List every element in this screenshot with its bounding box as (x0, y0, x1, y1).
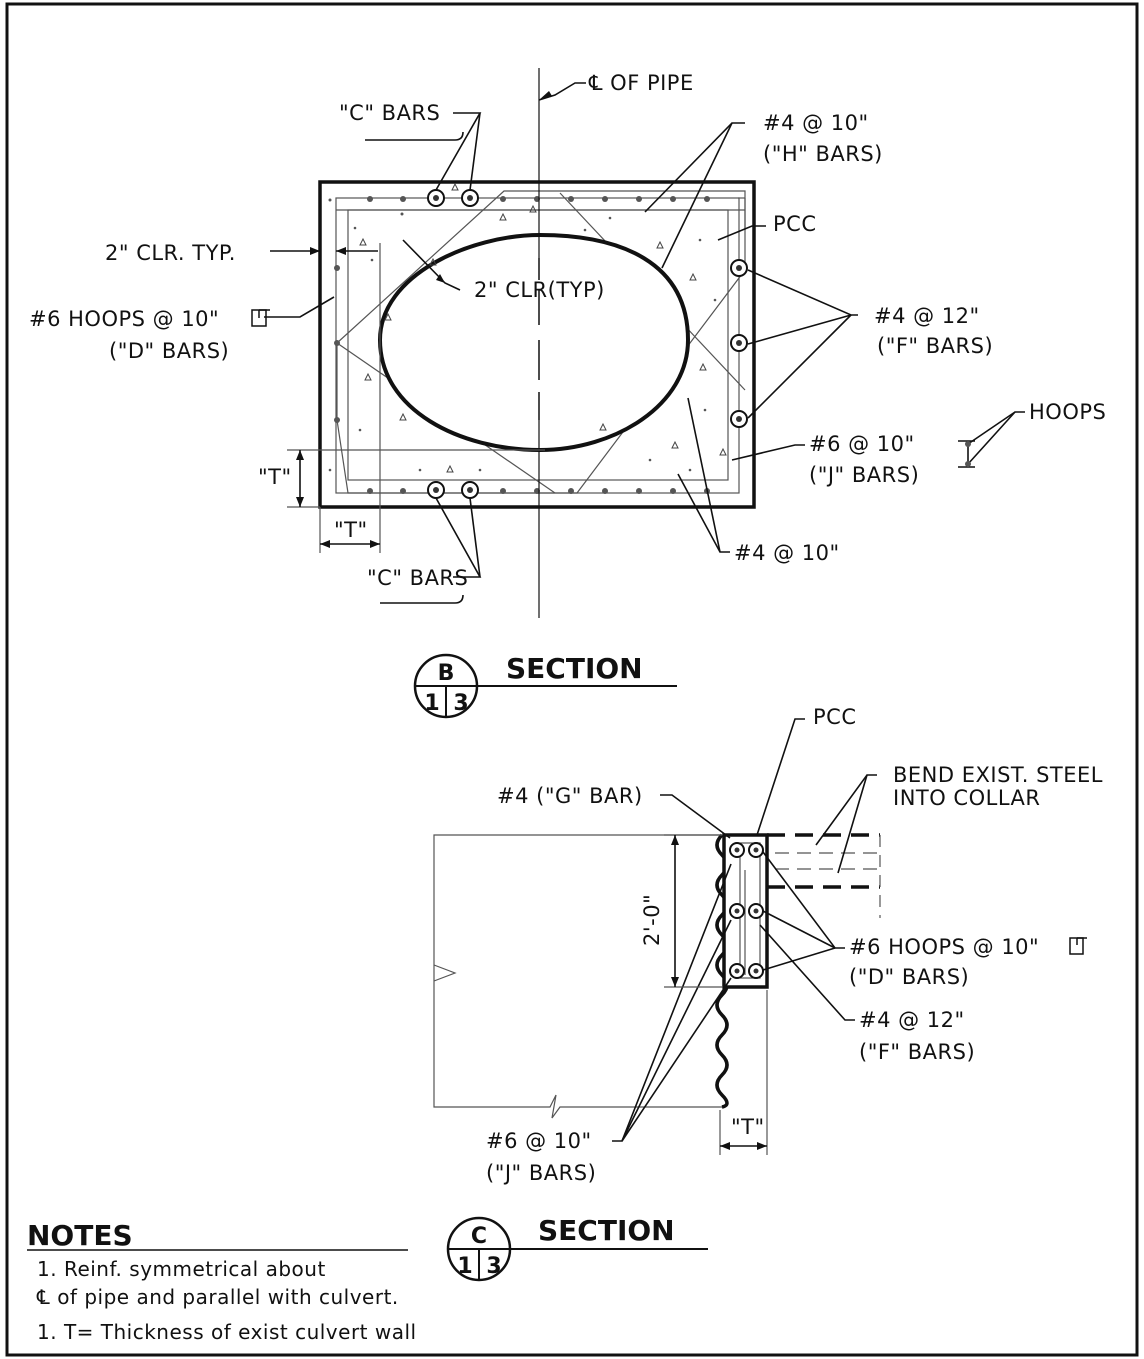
label-t-vertical: "T" (258, 465, 292, 489)
label-f-bars-line2: ("F" BARS) (877, 334, 993, 358)
notes-block: NOTES 1. Reinf. symmetrical about ℄ of p… (27, 1219, 417, 1344)
label-clr-typ-inner: 2" CLR(TYP) (474, 278, 605, 302)
section-b-drawing (251, 68, 1025, 618)
label-c-j-bars-line1: #6 @ 10" (486, 1129, 592, 1153)
label-t-horizontal: "T" (334, 518, 368, 542)
section-c-sheet-left: 1 (457, 1254, 472, 1279)
label-dim-2ft: 2'-0" (640, 894, 664, 946)
c-bars-top (427, 189, 479, 207)
section-c-sheet-right: 3 (486, 1254, 501, 1279)
label-bend-line1: BEND EXIST. STEEL (893, 763, 1103, 787)
label-f-bars-line1: #4 @ 12" (874, 304, 980, 328)
label-c-f-bars-line2: ("F" BARS) (859, 1040, 975, 1064)
label-hoops: HOOPS (1029, 400, 1106, 424)
note-item-1: 1. Reinf. symmetrical about (37, 1257, 326, 1281)
pipe-opening (377, 232, 691, 453)
label-j-bars-line1: #6 @ 10" (809, 432, 915, 456)
label-c-d-hoops-line1: #6 HOOPS @ 10" (849, 935, 1039, 959)
label-c-bars-top: "C" BARS (339, 101, 440, 125)
label-h-bars-line2: ("H" BARS) (763, 142, 883, 166)
label-c-t-dim: "T" (731, 1115, 765, 1139)
label-bottom-bars: #4 @ 10" (734, 541, 840, 565)
section-c-drawing (433, 718, 1087, 1155)
section-b-sheet-right: 3 (453, 691, 468, 716)
label-c-f-bars-line1: #4 @ 12" (859, 1008, 965, 1032)
label-bend-line2: INTO COLLAR (893, 786, 1040, 810)
label-c-j-bars-line2: ("J" BARS) (486, 1161, 596, 1185)
label-d-hoops-line1: #6 HOOPS @ 10" (29, 307, 219, 331)
collar-bars (729, 842, 764, 979)
label-j-bars-line2: ("J" BARS) (809, 463, 919, 487)
section-b-callout: B 1 3 SECTION (413, 652, 677, 719)
sheet-border (5, 2, 1139, 1357)
label-pcc-b: PCC (773, 212, 817, 236)
f-bars-right (730, 259, 748, 428)
note-item-3: 1. T= Thickness of exist culvert wall (37, 1320, 417, 1344)
aggregate-triangles (359, 182, 727, 473)
section-c-letter: C (471, 1224, 487, 1249)
label-pcc-c: PCC (813, 705, 857, 729)
label-clr-typ: 2" CLR. TYP. (105, 241, 236, 265)
label-g-bar: #4 ("G" BAR) (497, 784, 643, 808)
section-b-title: SECTION (506, 652, 643, 685)
section-c-title: SECTION (538, 1214, 675, 1247)
corrugated-wall (715, 833, 729, 1109)
longitudinal-bars (334, 196, 710, 494)
culvert-outline (433, 834, 722, 1119)
label-centerline-of-pipe: ℄ OF PIPE (588, 71, 694, 95)
label-h-bars-line1: #4 @ 10" (763, 111, 869, 135)
concrete-aggregate (328, 198, 717, 472)
section-c-callout: C 1 3 SECTION (446, 1214, 708, 1282)
label-c-bars-bottom: "C" BARS (367, 566, 468, 590)
note-item-2: ℄ of pipe and parallel with culvert. (36, 1285, 399, 1309)
section-b-sheet-left: 1 (424, 691, 439, 716)
label-d-hoops-line2: ("D" BARS) (109, 339, 229, 363)
notes-title: NOTES (27, 1219, 133, 1252)
label-c-d-hoops-line2: ("D" BARS) (849, 965, 969, 989)
section-b-letter: B (438, 661, 455, 686)
